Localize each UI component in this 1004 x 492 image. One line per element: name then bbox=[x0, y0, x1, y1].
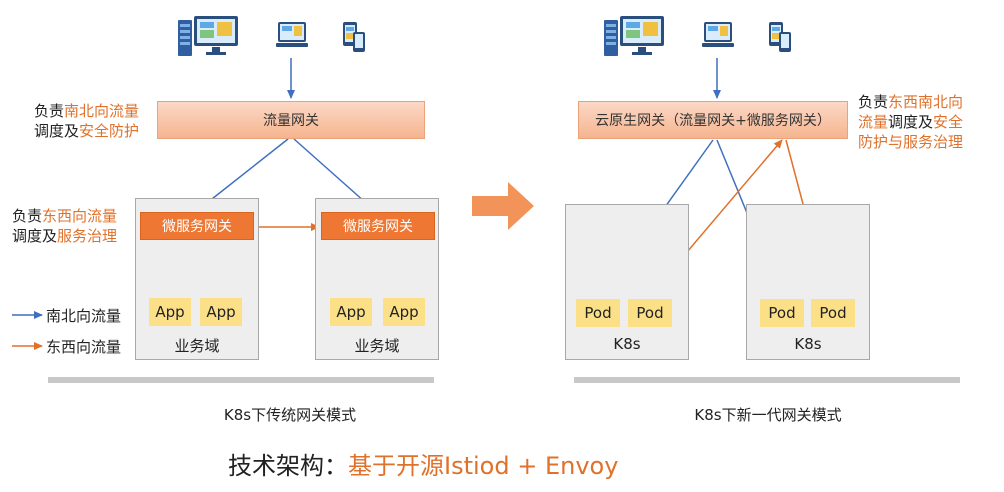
pod-4: Pod bbox=[811, 299, 855, 327]
left-floor-bar bbox=[48, 377, 434, 383]
traffic-gateway-label: 流量网关 bbox=[263, 113, 319, 129]
server-icon bbox=[604, 20, 618, 56]
laptop-icon bbox=[276, 22, 308, 47]
legend-north-south: 南北向流量 bbox=[46, 307, 122, 325]
server-icon bbox=[178, 20, 192, 56]
app-4: App bbox=[383, 298, 425, 326]
right-caption: K8s下新一代网关模式 bbox=[694, 406, 842, 424]
microservice-gateway-label: 微服务网关 bbox=[343, 219, 413, 235]
mobile-devices-icon bbox=[769, 22, 791, 52]
pod-2: Pod bbox=[628, 299, 672, 327]
k8s-cluster-2-label: K8s bbox=[794, 335, 822, 353]
app-1: App bbox=[149, 298, 191, 326]
footer-prefix: 技术架构： bbox=[228, 452, 348, 480]
note-east-west: 负责东西向流量 调度及服务治理 bbox=[12, 207, 118, 245]
k8s-cluster-1-label: K8s bbox=[613, 335, 641, 353]
cloud-native-gateway: 云原生网关（流量网关+微服务网关） bbox=[578, 101, 848, 139]
traffic-gateway: 流量网关 bbox=[157, 101, 425, 139]
monitor-icon bbox=[620, 16, 664, 55]
left-caption: K8s下传统网关模式 bbox=[223, 406, 357, 424]
note-all-directions: 负责东西南北向 流量调度及安全 防护与服务治理 bbox=[858, 93, 964, 151]
note-north-south: 负责南北向流量 调度及安全防护 bbox=[34, 102, 140, 140]
business-domain-1-label: 业务域 bbox=[174, 337, 220, 355]
cloud-native-gateway-label: 云原生网关（流量网关+微服务网关） bbox=[595, 113, 831, 129]
architecture-footer: 技术架构：基于开源Istiod + Envoy bbox=[228, 446, 618, 481]
microservice-gateway-label: 微服务网关 bbox=[162, 219, 232, 235]
pod-1: Pod bbox=[576, 299, 620, 327]
k8s-cluster-1 bbox=[565, 204, 689, 360]
footer-highlight: 基于开源Istiod + Envoy bbox=[348, 452, 619, 480]
microservice-gateway-2: 微服务网关 bbox=[321, 212, 435, 240]
legend-east-west: 东西向流量 bbox=[46, 338, 122, 356]
right-floor-bar bbox=[574, 377, 960, 383]
pod-3: Pod bbox=[760, 299, 804, 327]
mobile-devices-icon bbox=[343, 22, 365, 52]
k8s-cluster-2 bbox=[746, 204, 870, 360]
laptop-icon bbox=[702, 22, 734, 47]
monitor-icon bbox=[194, 16, 238, 55]
microservice-gateway-1: 微服务网关 bbox=[140, 212, 254, 240]
app-3: App bbox=[330, 298, 372, 326]
app-2: App bbox=[200, 298, 242, 326]
business-domain-2-label: 业务域 bbox=[354, 337, 400, 355]
transition-arrow bbox=[472, 182, 534, 230]
